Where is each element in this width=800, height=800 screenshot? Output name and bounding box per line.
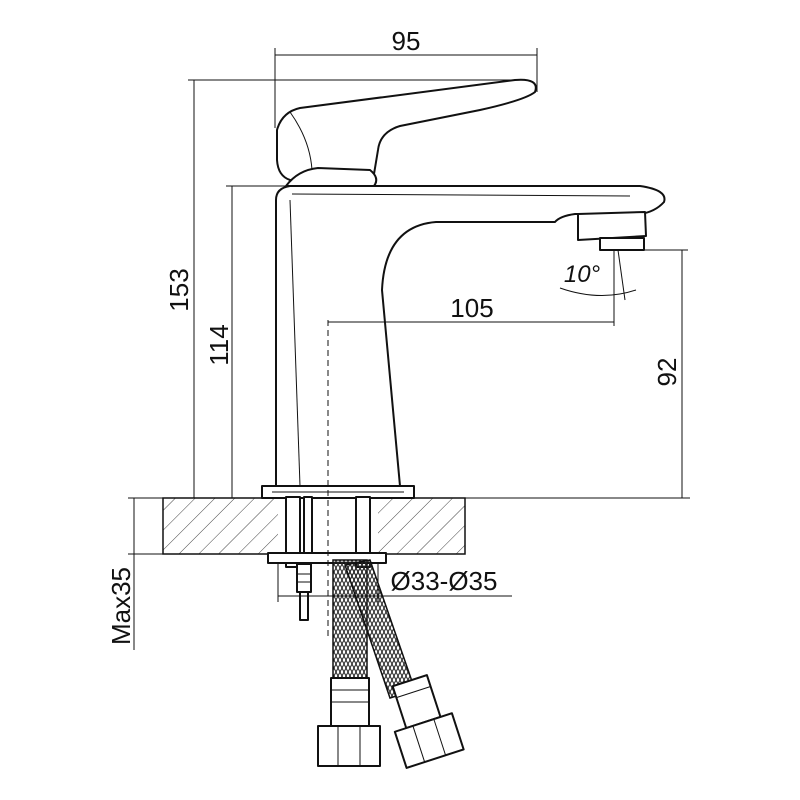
dim-95-label: 95: [392, 26, 421, 56]
dim-153-label: 153: [164, 268, 194, 311]
body-inner-edge: [289, 199, 301, 487]
spout-inner-edge: [291, 193, 631, 197]
dim-hole-label: Ø33-Ø35: [391, 566, 498, 596]
dim-handle-reach: 95: [274, 26, 538, 128]
dim-angle-label: 10°: [564, 261, 601, 288]
handle-lever: [276, 78, 537, 187]
dim-counter-thickness: Max35: [106, 498, 136, 650]
dim-105-label: 105: [450, 293, 493, 323]
dim-spout-height: 92: [620, 249, 688, 498]
dim-mount-hole: Ø33-Ø35: [277, 564, 512, 602]
dim-spout-angle: 10°: [559, 249, 637, 301]
dim-max35-label: Max35: [106, 567, 136, 645]
dim-total-height: 153: [164, 79, 520, 498]
dim-114-label: 114: [204, 324, 234, 365]
dim-92-label: 92: [652, 358, 682, 387]
aerator: [577, 211, 647, 251]
base-flange: [261, 485, 415, 499]
supply-hoses: [317, 559, 465, 769]
dim-spout-reach: 105: [328, 250, 615, 326]
countertop-section: [128, 497, 690, 555]
dim-body-height: 114: [204, 185, 300, 498]
